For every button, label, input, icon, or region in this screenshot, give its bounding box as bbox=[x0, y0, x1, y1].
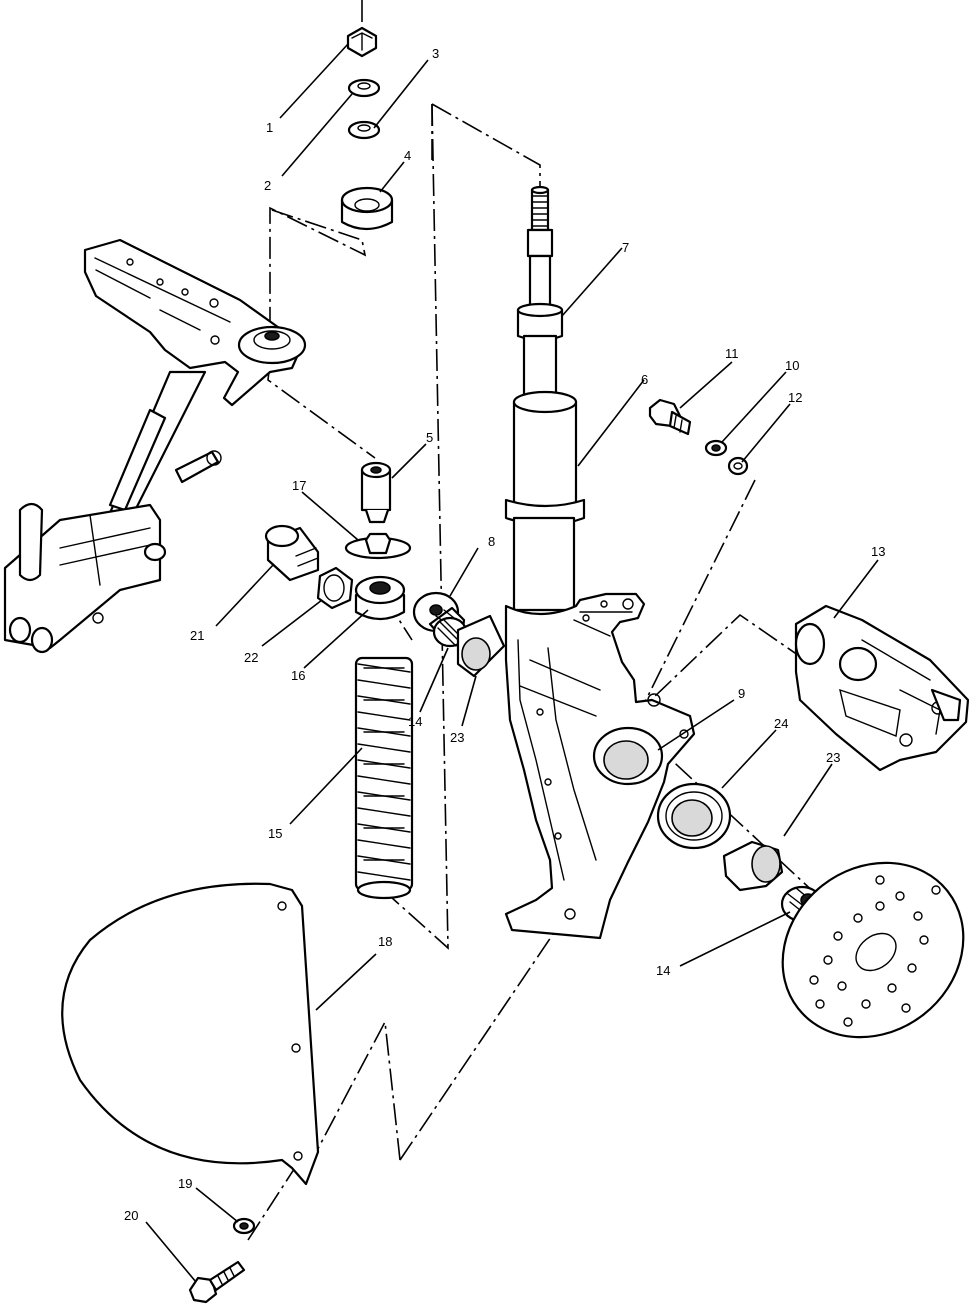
spindle-knuckle bbox=[504, 592, 696, 940]
callout-9: 9 bbox=[738, 686, 745, 701]
splash-shield-18 bbox=[61, 882, 320, 1186]
callout-23-upper: 23 bbox=[450, 730, 464, 745]
hub-bore-9 bbox=[592, 726, 664, 786]
callout-14-lower: 14 bbox=[656, 963, 670, 978]
pivot-bushing-21 bbox=[264, 524, 320, 582]
callout-11: 11 bbox=[725, 346, 739, 361]
top-hardware-stack bbox=[340, 26, 394, 231]
spring-cup-16 bbox=[354, 575, 406, 621]
callout-20: 20 bbox=[124, 1208, 138, 1223]
washer-2 bbox=[347, 78, 381, 98]
washer-19 bbox=[232, 1217, 256, 1235]
callout-5: 5 bbox=[426, 430, 433, 445]
bolt-washer-set bbox=[648, 398, 749, 476]
bearing-race-23-upper bbox=[456, 614, 506, 678]
washer-10 bbox=[704, 439, 728, 457]
callout-18: 18 bbox=[378, 934, 392, 949]
bearing-race-23-lower bbox=[722, 840, 784, 892]
callout-24: 24 bbox=[774, 716, 788, 731]
bolt-11 bbox=[648, 398, 692, 436]
callout-8: 8 bbox=[488, 534, 495, 549]
lock-nut-1 bbox=[346, 26, 378, 58]
bearing-race-22 bbox=[316, 566, 354, 610]
strut-assembly bbox=[504, 185, 586, 612]
strut-shaft-7 bbox=[516, 185, 564, 400]
callout-3: 3 bbox=[432, 46, 439, 61]
callout-14-upper: 14 bbox=[408, 714, 422, 729]
bearing-set bbox=[412, 591, 824, 923]
callout-15: 15 bbox=[268, 826, 282, 841]
callout-22: 22 bbox=[244, 650, 258, 665]
callout-2: 2 bbox=[264, 178, 271, 193]
brake-caliper-13 bbox=[794, 604, 969, 772]
seal-24 bbox=[656, 782, 732, 850]
callout-6: 6 bbox=[641, 372, 648, 387]
coil-spring-15 bbox=[354, 656, 414, 900]
callout-21: 21 bbox=[190, 628, 204, 643]
leader-lines bbox=[145, 43, 879, 1283]
shock-bushing-5 bbox=[360, 461, 392, 524]
callout-13: 13 bbox=[871, 544, 885, 559]
callout-labels: 1 2 3 4 5 6 7 8 9 10 11 12 13 14 14 15 1… bbox=[124, 46, 885, 1223]
frame-arm-assembly bbox=[3, 238, 307, 654]
callout-19: 19 bbox=[178, 1176, 192, 1191]
callout-10: 10 bbox=[785, 358, 799, 373]
callout-12: 12 bbox=[788, 390, 802, 405]
strut-housing-6 bbox=[504, 390, 586, 612]
callout-7: 7 bbox=[622, 240, 629, 255]
retainer-17 bbox=[344, 532, 412, 560]
washer-3 bbox=[347, 120, 381, 140]
callout-16: 16 bbox=[291, 668, 305, 683]
callout-1: 1 bbox=[266, 120, 273, 135]
brake-disc bbox=[781, 861, 965, 1039]
bolt-washer-bottom bbox=[188, 1217, 256, 1304]
callout-4: 4 bbox=[404, 148, 411, 163]
callout-17: 17 bbox=[292, 478, 306, 493]
shock-components bbox=[264, 461, 414, 900]
bolt-20 bbox=[188, 1260, 246, 1304]
bushing-4 bbox=[340, 186, 394, 231]
callout-23-lower: 23 bbox=[826, 750, 840, 765]
